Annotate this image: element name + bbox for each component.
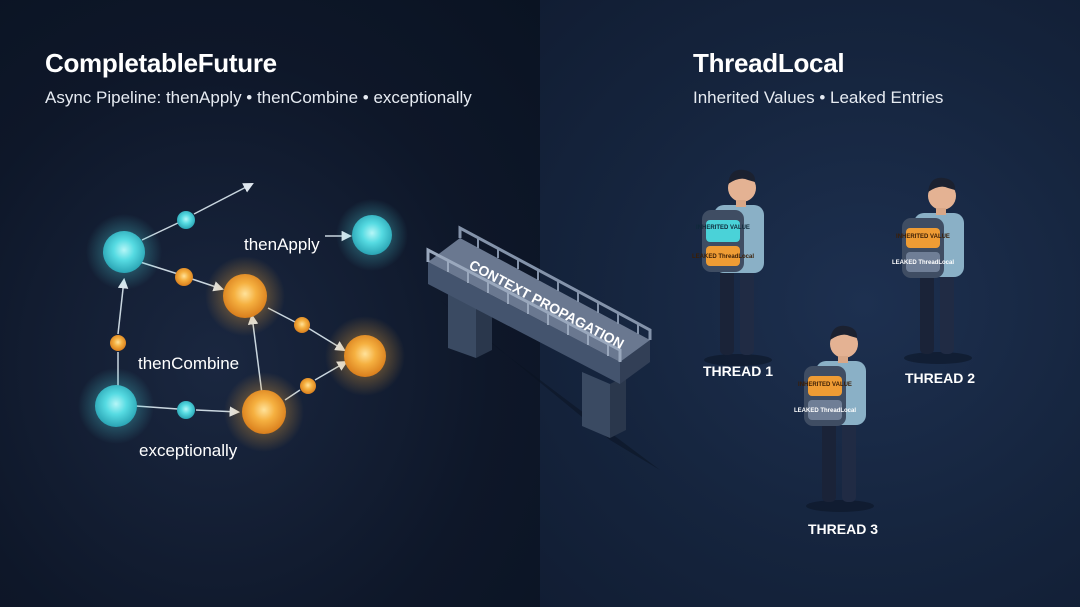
leaked-tag — [808, 400, 842, 420]
thread-1-figure: INHERITED VALUE LEAKED ThreadLocal — [692, 169, 772, 366]
thread-1-label: THREAD 1 — [703, 363, 773, 379]
pipeline-nodes — [78, 199, 408, 452]
right-subtitle: Inherited Values • Leaked Entries — [693, 88, 944, 107]
thread-2-figure: INHERITED VALUE LEAKED ThreadLocal — [892, 177, 972, 364]
leaked-tag — [906, 252, 940, 272]
tag-top-text: INHERITED VALUE — [798, 382, 852, 388]
future-node-cyan — [352, 215, 392, 255]
thread-3-figure: INHERITED VALUE LEAKED ThreadLocal — [794, 325, 874, 512]
left-title: CompletableFuture — [45, 48, 277, 78]
future-node-orange — [223, 274, 267, 318]
exceptionally-label: exceptionally — [139, 441, 238, 460]
tag-bottom-text: LEAKED ThreadLocal — [794, 408, 856, 414]
edge — [193, 183, 254, 215]
thread-2-label: THREAD 2 — [905, 370, 975, 386]
inherited-value-tag — [906, 228, 940, 248]
future-node-orange-small — [175, 268, 193, 286]
future-node-orange-small — [110, 335, 126, 351]
future-node-cyan-small — [177, 401, 195, 419]
future-node-orange-small — [294, 317, 310, 333]
left-subtitle: Async Pipeline: thenApply • thenCombine … — [45, 88, 472, 107]
future-node-cyan-small — [177, 211, 195, 229]
tag-top-text: INHERITED VALUE — [696, 225, 750, 231]
tag-bottom-text: LEAKED ThreadLocal — [692, 254, 754, 260]
future-node-orange — [344, 335, 386, 377]
inherited-value-tag — [808, 376, 842, 396]
tag-top-text: INHERITED VALUE — [896, 234, 950, 240]
right-title: ThreadLocal — [693, 48, 845, 78]
future-node-cyan — [95, 385, 137, 427]
leaked-tag — [706, 246, 740, 266]
then-combine-label: thenCombine — [138, 354, 239, 373]
context-propagation-bridge: CONTEXT PROPAGATION — [426, 225, 660, 470]
inherited-value-tag — [706, 220, 740, 242]
pipeline-labels: thenApply thenCombine exceptionally — [138, 235, 320, 460]
then-apply-label: thenApply — [244, 235, 320, 254]
tag-bottom-text: LEAKED ThreadLocal — [892, 260, 954, 266]
future-node-orange-small — [300, 378, 316, 394]
thread-3-label: THREAD 3 — [808, 521, 878, 537]
future-node-orange — [242, 390, 286, 434]
future-node-cyan — [103, 231, 145, 273]
